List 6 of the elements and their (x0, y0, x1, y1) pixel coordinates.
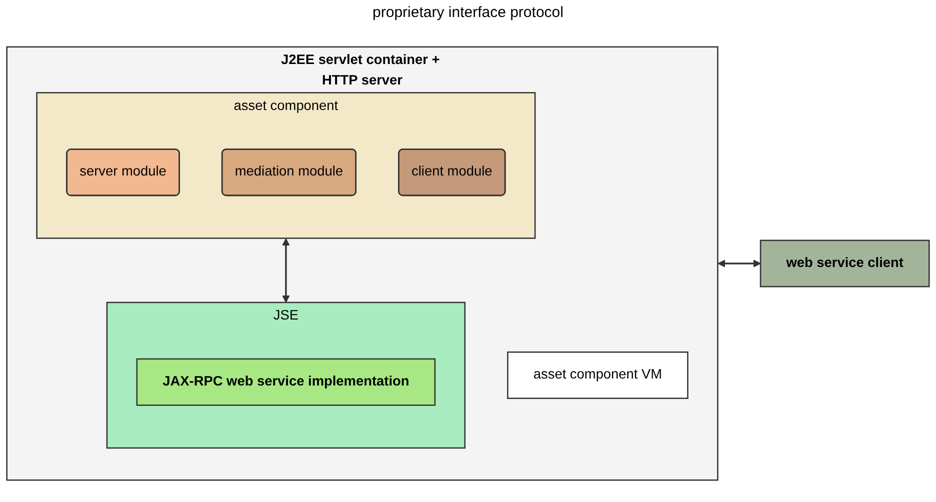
node-box: web service client (760, 240, 930, 288)
node-box: JAX-RPC web service implementation (136, 358, 436, 406)
annotation-label: proprietary interface protocol (372, 4, 564, 21)
node-box: asset component VM (507, 351, 688, 399)
arrow (282, 238, 290, 303)
arrow (718, 260, 761, 268)
